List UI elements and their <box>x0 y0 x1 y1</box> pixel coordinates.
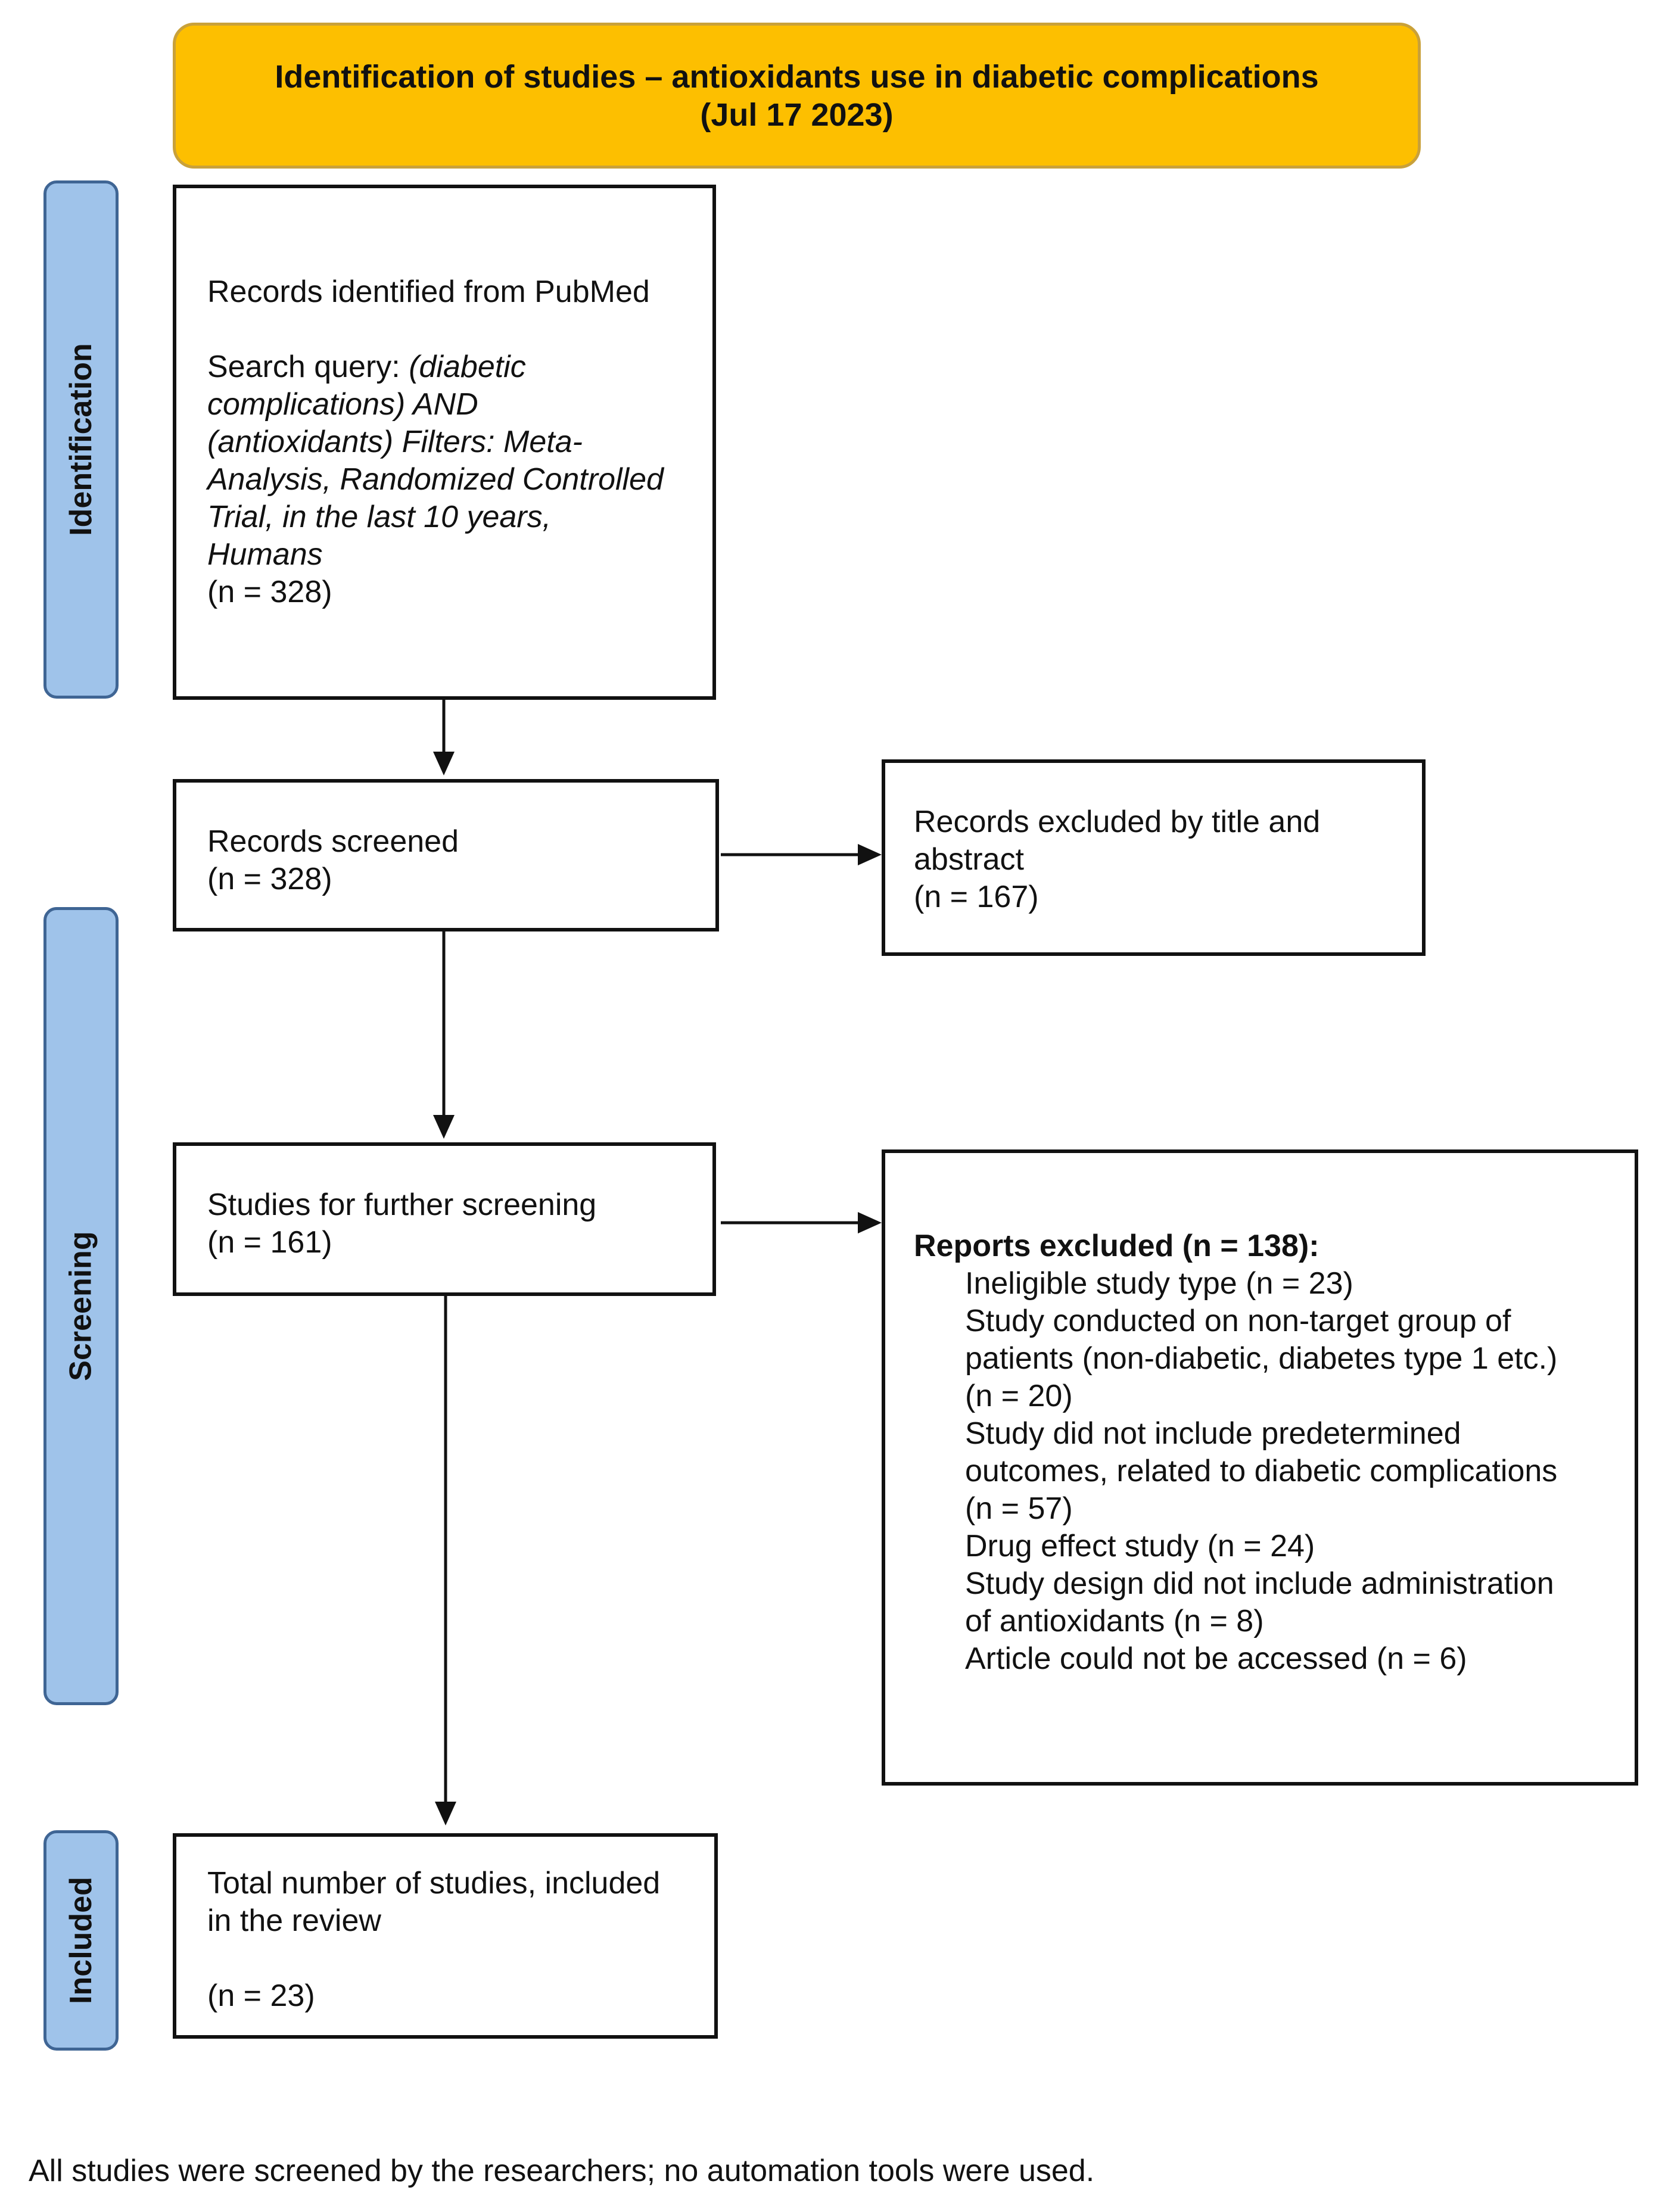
diagram-title-banner: Identification of studies – antioxidants… <box>173 23 1421 169</box>
reports-excluded-reason: Ineligible study type (n = 23) <box>965 1266 1353 1301</box>
reports-excluded-reason: patients (non-diabetic, diabetes type 1 … <box>965 1341 1558 1376</box>
records-screened-box: Records screened (n = 328) <box>173 779 719 931</box>
records-excluded-box: Records excluded by title and abstract (… <box>882 759 1426 956</box>
arrowhead-further-to-included <box>435 1802 456 1825</box>
search-query-line-5: Trial, in the last 10 years, <box>207 500 552 534</box>
records-excluded-line-2: abstract <box>914 842 1024 877</box>
included-studies-line-2: in the review <box>207 1903 381 1938</box>
records-identified-count: (n = 328) <box>207 575 332 609</box>
arrowhead-screened-to-further <box>433 1115 455 1139</box>
reports-excluded-reason: (n = 57) <box>965 1491 1073 1526</box>
reports-excluded-reason: of antioxidants (n = 8) <box>965 1604 1264 1638</box>
search-query-line-1: Search query: (diabetic <box>207 348 712 386</box>
reports-excluded-box: Reports excluded (n = 138): Ineligible s… <box>882 1149 1638 1786</box>
diagram-title: Identification of studies – antioxidants… <box>275 58 1319 95</box>
records-screened-count: (n = 328) <box>207 862 332 896</box>
included-studies-box: Total number of studies, included in the… <box>173 1833 718 2039</box>
records-excluded-count: (n = 167) <box>914 880 1039 914</box>
arrowhead-further-to-reports-excluded <box>858 1212 882 1233</box>
search-query-line-3: (antioxidants) Filters: Meta- <box>207 425 583 459</box>
phase-screening: Screening <box>43 907 119 1705</box>
reports-excluded-title: Reports excluded (n = 138): <box>914 1229 1319 1263</box>
reports-excluded-reason: Study conducted on non-target group of <box>965 1304 1511 1338</box>
search-query-line-6: Humans <box>207 537 323 572</box>
reports-excluded-reason: Article could not be accessed (n = 6) <box>965 1641 1467 1676</box>
reports-excluded-reason: Drug effect study (n = 24) <box>965 1529 1315 1563</box>
records-screened-title: Records screened <box>207 824 459 859</box>
phase-included: Included <box>43 1830 119 2051</box>
reports-excluded-reason: (n = 20) <box>965 1379 1073 1413</box>
search-query-line-4: Analysis, Randomized Controlled <box>207 462 664 497</box>
records-excluded-line-1: Records excluded by title and <box>914 805 1321 839</box>
diagram-date: (Jul 17 2023) <box>700 96 894 133</box>
further-screening-count: (n = 161) <box>207 1225 332 1260</box>
further-screening-title: Studies for further screening <box>207 1188 597 1222</box>
search-query-line-2: complications) AND <box>207 387 478 422</box>
reports-excluded-reason: Study design did not include administrat… <box>965 1566 1554 1601</box>
further-screening-box: Studies for further screening (n = 161) <box>173 1142 716 1296</box>
reports-excluded-reason: outcomes, related to diabetic complicati… <box>965 1454 1558 1488</box>
search-query-label: Search query: <box>207 350 409 384</box>
phase-identification: Identification <box>43 180 119 699</box>
included-studies-line-1: Total number of studies, included <box>207 1866 661 1901</box>
search-query-text: (diabetic <box>409 350 526 384</box>
arrowhead-identified-to-screened <box>433 752 455 775</box>
included-studies-count: (n = 23) <box>207 1979 315 2013</box>
records-identified-box: Records identified from PubMed Search qu… <box>173 185 716 700</box>
arrowhead-screened-to-excluded <box>858 844 882 865</box>
reports-excluded-reason: Study did not include predetermined <box>965 1416 1461 1451</box>
records-identified-title: Records identified from PubMed <box>207 275 650 309</box>
footer-note: All studies were screened by the researc… <box>29 2154 1095 2188</box>
